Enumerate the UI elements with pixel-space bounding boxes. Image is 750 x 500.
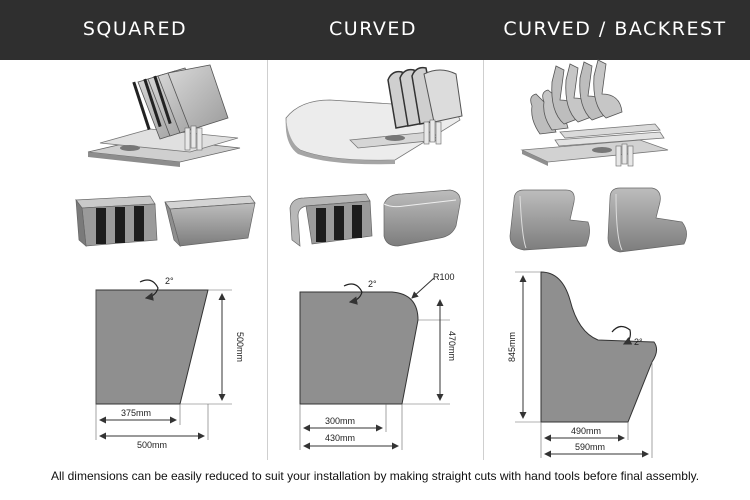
profile-squared — [95, 279, 232, 440]
inner-width-label-curved-backrest: 490mm — [571, 426, 601, 436]
column-divider-2 — [483, 60, 484, 460]
bench-backrest-1 — [509, 189, 590, 251]
bench-clad-squared — [164, 195, 256, 248]
height-label-squared: 500mm — [235, 332, 245, 362]
angle-label-squared: 2° — [165, 276, 174, 286]
profile-curved — [299, 277, 450, 450]
column-title-curved: CURVED — [329, 18, 417, 40]
radius-label-curved: R100 — [433, 272, 455, 282]
outer-width-label-curved: 430mm — [325, 433, 355, 443]
kit-parts-squared — [87, 64, 241, 167]
bench-frame-curved — [289, 193, 373, 247]
angle-label-curved-backrest: 2° — [634, 337, 643, 347]
column-title-squared: SQUARED — [82, 18, 188, 40]
kit-parts-curved — [285, 66, 463, 165]
column-title-curved-backrest: CURVED / BACKREST — [503, 18, 727, 40]
outer-width-label-squared: 500mm — [137, 440, 167, 450]
inner-width-label-curved: 300mm — [325, 416, 355, 426]
inner-width-label-squared: 375mm — [121, 408, 151, 418]
outer-width-label-curved-backrest: 590mm — [575, 442, 605, 452]
header-bar: SQUARED CURVED CURVED / BACKREST — [0, 0, 750, 60]
height-label-curved-backrest: 845mm — [507, 332, 517, 362]
bench-frame-squared — [75, 195, 158, 247]
height-label-curved: 470mm — [447, 331, 457, 361]
footer-note: All dimensions can be easily reduced to … — [50, 469, 700, 483]
bench-clad-curved — [383, 189, 461, 247]
column-divider-1 — [267, 60, 268, 460]
angle-label-curved: 2° — [368, 279, 377, 289]
profile-curved-backrest — [515, 271, 658, 458]
bench-backrest-2 — [607, 187, 687, 253]
kit-parts-curved-backrest — [520, 59, 669, 167]
